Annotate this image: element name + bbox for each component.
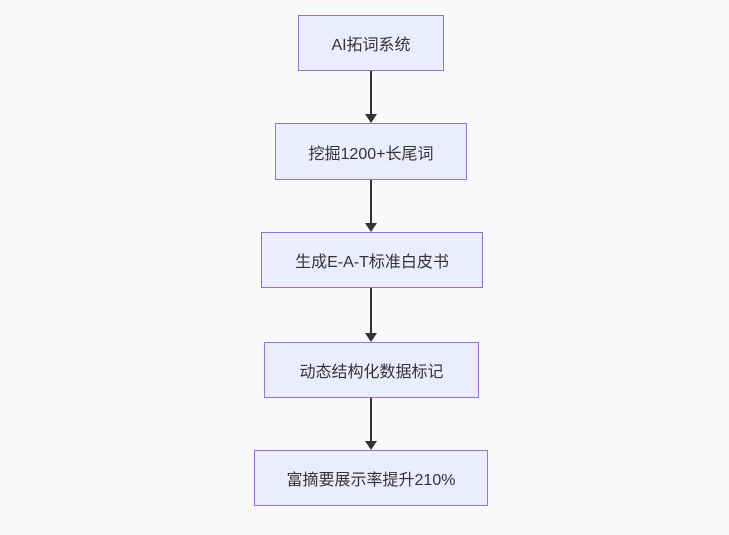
flow-node-rich-snippet-rate-increase: 富摘要展示率提升210% (254, 450, 488, 506)
edge-line (370, 288, 372, 335)
flow-node-label: 挖掘1200+长尾词 (308, 145, 434, 163)
flow-node-label: 生成E-A-T标准白皮书 (295, 254, 449, 271)
flow-node-generate-eat-whitepaper: 生成E-A-T标准白皮书 (261, 232, 483, 288)
flow-node-dynamic-structured-data-markup: 动态结构化数据标记 (264, 342, 479, 398)
flow-edge-1 (365, 71, 377, 123)
edge-line (370, 398, 372, 443)
flow-edge-2 (365, 180, 377, 232)
flow-node-label: AI拓词系统 (331, 37, 411, 54)
flow-node-ai-word-expansion-system: AI拓词系统 (298, 15, 444, 71)
flow-node-label: 富摘要展示率提升210% (286, 472, 456, 489)
edge-line (370, 180, 372, 225)
arrow-down-icon (365, 114, 377, 123)
arrow-down-icon (365, 333, 377, 342)
edge-line (370, 71, 372, 116)
flow-edge-4 (365, 398, 377, 450)
flow-node-mine-longtail-keywords: 挖掘1200+长尾词 (275, 123, 467, 180)
flow-edge-3 (365, 288, 377, 342)
flow-node-label: 动态结构化数据标记 (299, 364, 444, 381)
arrow-down-icon (365, 223, 377, 232)
arrow-down-icon (365, 441, 377, 450)
